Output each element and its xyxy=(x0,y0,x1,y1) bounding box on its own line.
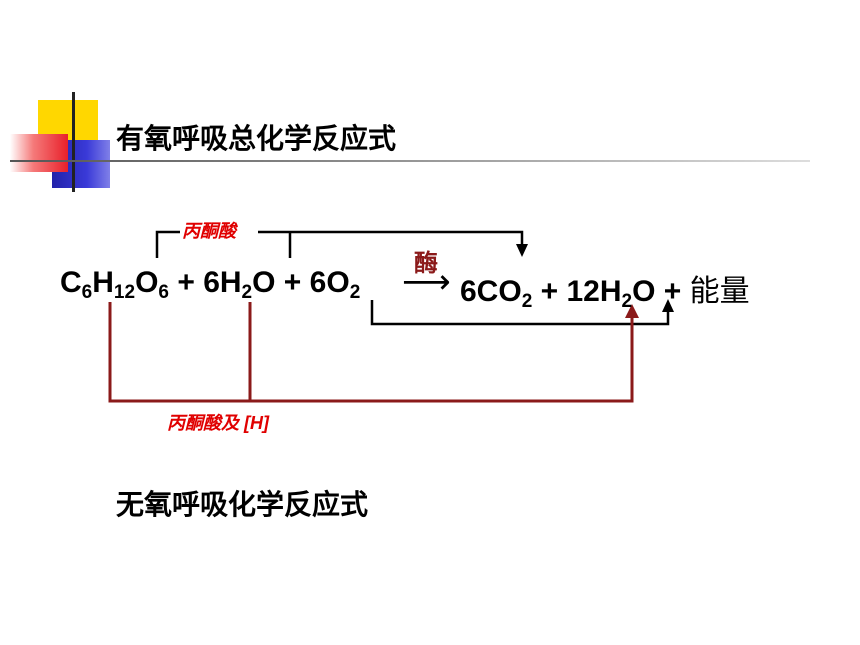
title-aerobic: 有氧呼吸总化学反应式 xyxy=(116,123,397,154)
chemical-equation: C6H12O6 + 6H2O + 6O2 xyxy=(60,266,361,303)
glucose-formula: C6H12O6 xyxy=(60,266,169,303)
pyruvate-arrowhead xyxy=(516,244,528,257)
enzyme-label: 酶 xyxy=(414,250,438,277)
water-product: 12H2O xyxy=(566,275,656,312)
energy-label: 能量 xyxy=(689,275,750,308)
carbon-dioxide-product: 6CO2 xyxy=(460,275,533,312)
plus-sign: + xyxy=(532,275,567,308)
pyruvate-label: 丙酮酸 xyxy=(182,221,236,241)
plus-sign: + xyxy=(655,275,690,308)
oxygen-arrowhead xyxy=(662,299,674,312)
title-anaerobic: 无氧呼吸化学反应式 xyxy=(116,489,369,520)
pyruvate-hydrogen-label: 丙酮酸及 [H] xyxy=(167,413,269,433)
plus-sign: + xyxy=(168,266,204,299)
reaction-arrow: ⟶ xyxy=(402,262,451,302)
deco-vertical-line xyxy=(72,92,75,192)
plus-sign: + xyxy=(275,266,310,299)
oxygen-reactant: 6O2 xyxy=(309,266,361,303)
deco-red-square xyxy=(10,134,68,172)
deco-horizontal-line xyxy=(10,160,810,162)
hydrogen-arrowhead xyxy=(625,304,639,318)
pyruvate-bracket-line xyxy=(155,230,524,258)
water-reactant: 6H2O xyxy=(203,266,276,303)
hydrogen-bracket-line xyxy=(108,302,634,403)
equation-products: 6CO2 + 12H2O + 能量 xyxy=(460,266,750,312)
oxygen-bracket-line xyxy=(370,300,670,326)
